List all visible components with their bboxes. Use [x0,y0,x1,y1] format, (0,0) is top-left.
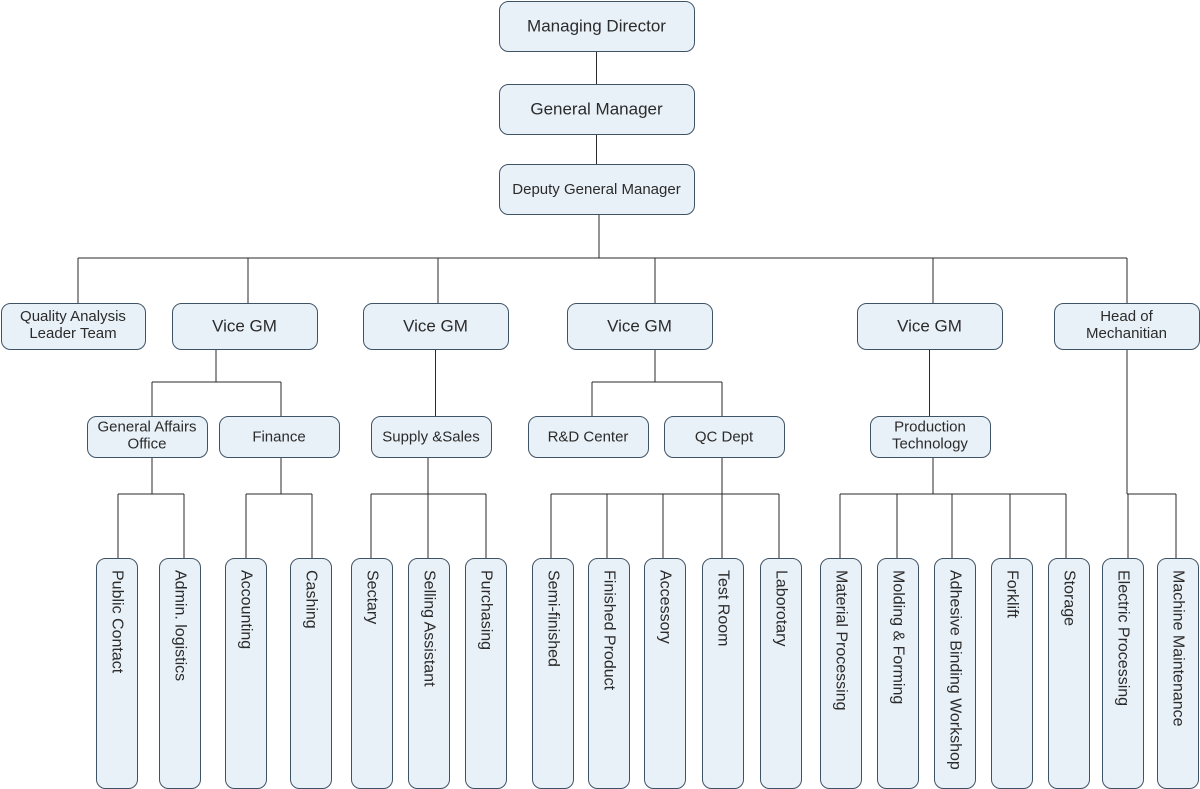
org-node-rd: R&D Center [528,416,649,458]
org-node-label: Public Contact [108,570,125,674]
connector-lines [77,51,1177,558]
org-node-mm: Machine Maintenance [1157,558,1199,789]
org-node-label: Material Processing [832,570,849,711]
org-node-vgm1: Vice GM [172,303,318,350]
org-node-fin: Finance [219,416,340,458]
org-node-qc: QC Dept [664,416,785,458]
org-node-label: Vice GM [403,316,468,335]
org-node-label: Electric Processing [1114,570,1131,706]
org-node-label: Finance [252,428,305,445]
org-node-box [172,303,318,350]
org-node-cash: Cashing [290,558,332,789]
org-node-box [664,416,785,458]
org-node-box [219,416,340,458]
org-node-label: Molding & Forming [889,570,906,704]
org-node-label: Admin. logistics [171,570,188,681]
org-node-acc: Accounting [225,558,267,789]
org-node-label: QC Dept [695,428,754,445]
org-node-al: Admin. logistics [159,558,201,789]
org-node-label: Laborotary [772,570,789,647]
org-node-mf: Molding & Forming [877,558,919,789]
org-node-acs: Accessory [644,558,686,789]
org-node-md: Managing Director [499,1,695,52]
org-node-label: Semi-finished [544,570,561,667]
org-node-label: Sectary [363,570,380,624]
org-node-box [499,1,695,52]
org-node-label: Selling Assistant [420,570,437,687]
org-node-sto: Storage [1048,558,1090,789]
org-node-box [528,416,649,458]
org-node-pc: Public Contact [96,558,138,789]
org-node-label: Adhesive Binding Workshop [946,570,963,770]
org-node-label: Accessory [656,570,673,644]
org-node-box [1,303,146,350]
org-node-ep: Electric Processing [1102,558,1144,789]
org-node-label: Storage [1060,570,1077,626]
org-node-box [371,416,492,458]
org-node-dgm: Deputy General Manager [499,164,695,215]
org-node-sec: Sectary [351,558,393,789]
org-node-box [87,416,208,458]
org-node-box [870,416,991,458]
org-node-fp: Finished Product [588,558,630,789]
org-node-label: Deputy General Manager [512,181,680,198]
org-node-vgm3: Vice GM [567,303,713,350]
org-node-label: Machine Maintenance [1169,570,1186,727]
org-node-abw: Adhesive Binding Workshop [934,558,976,789]
org-node-label: Forklift [1003,570,1020,619]
org-node-vgm4: Vice GM [857,303,1003,350]
org-node-lab: Laborotary [760,558,802,789]
org-node-box [363,303,509,350]
org-node-label: Supply &Sales [382,428,480,445]
org-node-label: R&D Center [548,428,629,445]
org-node-pur: Purchasing [465,558,507,789]
org-node-fl: Forklift [991,558,1033,789]
org-node-gm: General Manager [499,84,695,135]
org-node-box [499,164,695,215]
org-node-mp: Material Processing [820,558,862,789]
org-node-box [857,303,1003,350]
org-node-tr: Test Room [702,558,744,789]
org-node-label: Finished Product [600,570,617,691]
org-node-ss: Supply &Sales [371,416,492,458]
org-node-label: Managing Director [527,16,666,35]
org-node-label: Vice GM [607,316,672,335]
org-node-label: Purchasing [477,570,494,650]
org-node-box [499,84,695,135]
org-node-semi: Semi-finished [532,558,574,789]
org-node-vgm2: Vice GM [363,303,509,350]
org-node-label: Accounting [237,570,254,649]
org-node-box [567,303,713,350]
org-node-label: Vice GM [212,316,277,335]
org-node-label: Vice GM [897,316,962,335]
org-node-label: Cashing [302,570,319,629]
org-node-label: General Manager [530,99,663,118]
org-node-label: Test Room [714,570,731,646]
org-node-sa: Selling Assistant [408,558,450,789]
